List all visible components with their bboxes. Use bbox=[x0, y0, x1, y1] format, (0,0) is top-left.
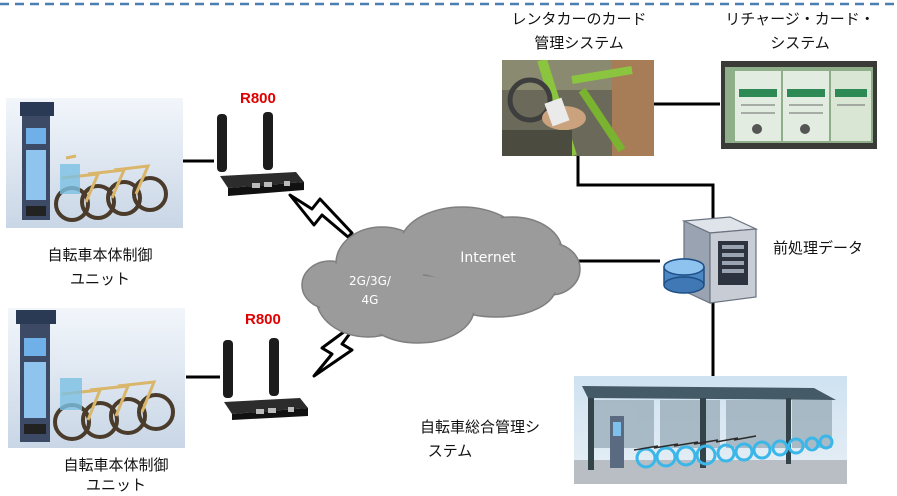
network-label-line1: 2G/3G/ bbox=[349, 274, 391, 288]
unit-label-line2: ユニット bbox=[85, 476, 146, 494]
rental-card-system-image bbox=[502, 60, 654, 156]
network-label-line2: 4G bbox=[361, 293, 379, 307]
router-icon bbox=[223, 338, 308, 420]
preprocessing-label: 前処理データ bbox=[773, 239, 864, 257]
unit-label-line1: 自転車本体制御 bbox=[47, 246, 153, 264]
recharge-card-system-label-line1: リチャージ・カード・ bbox=[725, 10, 875, 28]
bike-system-label-line1: 自転車総合管理シ bbox=[419, 418, 540, 436]
router-icon bbox=[217, 112, 304, 196]
wireless-signal-icon bbox=[288, 193, 354, 239]
bike-station-image bbox=[6, 98, 183, 228]
internet-cloud bbox=[301, 206, 581, 344]
bike-station-shelter-image bbox=[574, 376, 847, 484]
rental-card-system-label-line2: 管理システム bbox=[534, 34, 624, 52]
preprocessing-server-icon bbox=[663, 216, 759, 304]
rental-card-system-label-line1: レンタカーのカード bbox=[511, 10, 647, 28]
recharge-card-system-label-line2: システム bbox=[770, 34, 830, 52]
internet-label: Internet bbox=[460, 250, 516, 266]
recharge-card-system-image bbox=[721, 61, 877, 149]
unit-label-line2: ユニット bbox=[69, 270, 130, 288]
bike-station-image bbox=[8, 308, 185, 448]
bike-system-label-line2: ステム bbox=[427, 442, 473, 460]
unit-label-line1: 自転車本体制御 bbox=[63, 456, 169, 474]
router-label: R800 bbox=[240, 90, 276, 107]
router-label: R800 bbox=[245, 311, 281, 328]
